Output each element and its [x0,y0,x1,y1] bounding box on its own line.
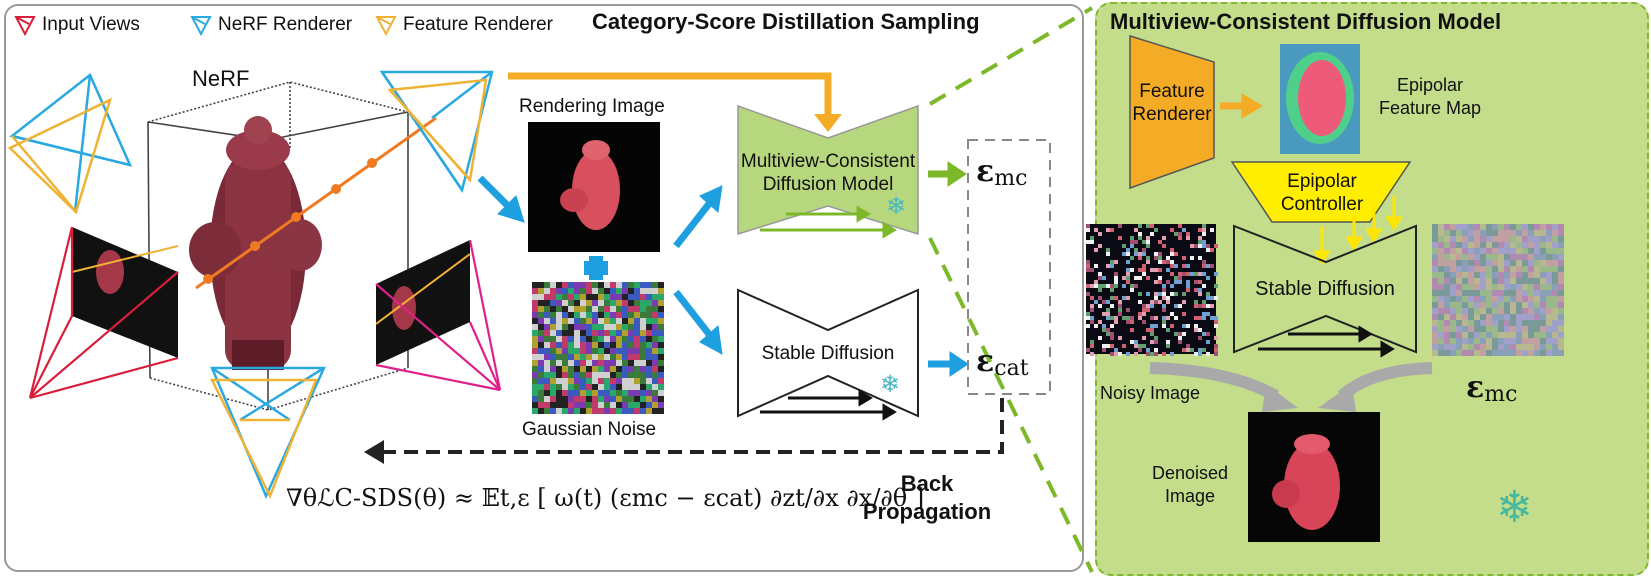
right-sd-skip-arrows [1258,325,1395,358]
denoised-image [1248,412,1380,542]
epipolar-feature-map-image [1280,44,1360,154]
eps-mc-sub: mc [994,166,1028,191]
epipolar-controller-line1: Epipolar [1287,171,1357,192]
noisy-image-label: Noisy Image [1099,383,1201,403]
legend-input-views-label: Input Views [42,14,140,35]
feature-renderer-block [1129,34,1215,190]
back-propagation-label: Back Propagation [852,470,1002,526]
rendering-image [528,122,660,252]
epipolar-controller-line2: Controller [1280,194,1364,215]
mvcd-title: Multiview-Consistent Diffusion Model [1110,9,1502,34]
denoised-line1: Denoised [1151,463,1229,483]
back-propagation-line2: Propagation [862,499,992,524]
sd-block-label: Stable Diffusion [761,343,895,364]
right-sd-block [1233,224,1417,354]
noisy-image [1086,224,1218,356]
eps-cat-sub: cat [994,356,1029,381]
epipolar-feature-map-label: Epipolar Feature Map [1370,74,1490,120]
feature-map-arrow [1220,93,1263,119]
mvcd-block-label: Multiview-Consistent Diffusion Model [736,150,920,196]
sd-skip-arrows [760,389,897,421]
csds-formula: ∇θℒC-SDS(θ) ≈ 𝔼t,ε [ ω(t) (εmc − εcat) ∂… [286,484,925,512]
right-eps-mc-char: ε [1466,370,1485,405]
epipolar-feature-map-line1: Epipolar [1396,75,1464,95]
denoised-line2: Image [1164,486,1216,506]
right-eps-mc-sub: mc [1484,382,1518,407]
snowflake-icon-sd: ❄ [880,371,900,398]
gaussian-noise-label: Gaussian Noise [522,419,657,440]
mvcd-skip-arrows [760,205,897,239]
csds-title: Category-Score Distillation Sampling [592,9,980,34]
snowflake-icon-mvcd: ❄ [886,193,906,220]
back-propagation-arrow [382,398,1004,454]
feature-renderer-label: Feature Renderer [1130,80,1214,126]
blue-arrows [477,175,969,377]
denoised-image-label: Denoised Image [1140,462,1240,508]
nerf-renderer-camera-icon [190,16,212,37]
plus-icon [584,256,608,280]
epipolar-controller-block [1230,161,1412,223]
mvcd-line1: Multiview-Consistent [740,151,916,172]
legend-input-views: Input Views [14,14,140,37]
eps-cat-char: ε [976,344,995,379]
epipolar-feature-map-line2: Feature Map [1378,98,1482,118]
feature-arrow [508,72,832,116]
epipolar-controller-label: Epipolar Controller [1262,170,1382,216]
input-view-left [28,226,179,400]
eps-mc-symbol: εmc [976,154,1027,191]
eps-box [967,139,1051,395]
controller-arrows [1313,196,1403,265]
camera-top-right [379,70,494,194]
back-propagation-line1: Back [900,471,954,496]
feature-renderer-line1: Feature [1139,81,1205,102]
camera-bottom [209,366,326,500]
green-arrow [928,161,967,187]
feature-renderer-line2: Renderer [1132,104,1212,125]
eps-cat-symbol: εcat [976,344,1029,381]
sd-block [737,288,919,418]
mvcd-block [737,104,919,236]
right-eps-mc-symbol: εmc [1466,370,1517,407]
right-sd-label: Stable Diffusion [1255,278,1395,300]
input-view-right [375,239,502,392]
nerf-label: NeRF [192,66,250,91]
feature-renderer-camera-icon [375,16,397,37]
legend-nerf-renderer: NeRF Renderer [190,14,353,37]
legend-nerf-renderer-label: NeRF Renderer [218,14,353,35]
mvcd-line2: Diffusion Model [762,174,894,195]
rendering-image-label: Rendering Image [519,96,665,117]
legend-feature-renderer: Feature Renderer [375,14,553,37]
eps-mc-noise-image [1432,224,1564,356]
camera-top-left [7,73,133,215]
ray-line [195,116,437,290]
csds-panel [4,4,1084,572]
zoom-connectors [928,6,1094,573]
ray-samples [203,158,377,284]
eps-mc-char: ε [976,154,995,189]
snowflake-icon-right: ❄ [1496,483,1533,532]
input-view-camera-icon [14,16,36,37]
legend-feature-renderer-label: Feature Renderer [403,14,553,35]
gaussian-noise-image [532,282,664,414]
